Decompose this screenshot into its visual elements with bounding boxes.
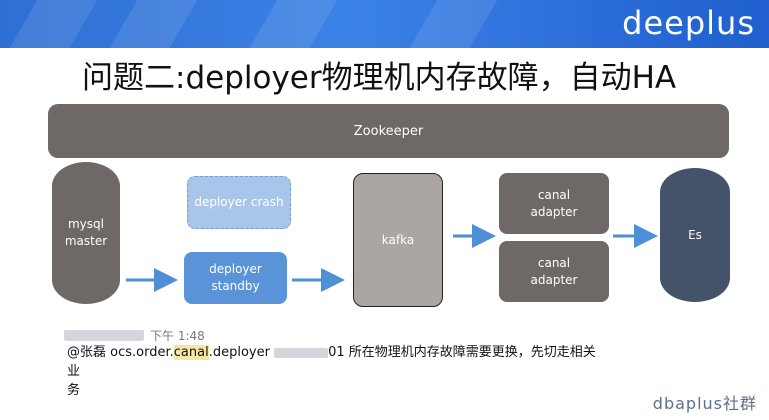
canal-label: canal — [537, 255, 571, 270]
message-time: 下午 1:48 — [150, 329, 205, 343]
deployer-crash-node: deployer crash — [187, 176, 291, 229]
adapter-label: adapter — [530, 204, 578, 219]
deployer-label: deployer — [209, 262, 262, 276]
mysql-master-node: mysql master — [52, 162, 120, 304]
mysql-label: mysql — [67, 217, 104, 231]
msg-mid: .deployer — [208, 345, 270, 360]
mention: @张磊 — [67, 345, 107, 360]
canal-adapter-node-2: canal adapter — [499, 241, 609, 302]
adapter-label: adapter — [530, 272, 578, 287]
chat-message: @张磊 ocs.order.canal.deployer 01 所在物理机内存故… — [67, 343, 607, 400]
standby-label: standby — [211, 279, 260, 293]
master-label: master — [64, 234, 108, 248]
msg-prefix: ocs.order. — [110, 345, 174, 360]
msg-highlight: canal — [173, 345, 209, 360]
msg-suffix: 01 所在物理机内存故障需要更换，先切走相关业 — [67, 345, 596, 379]
kafka-node: kafka — [353, 173, 443, 307]
kafka-label: kafka — [381, 232, 415, 247]
slide-title: 问题二:deployer物理机内存故障，自动HA — [82, 60, 677, 96]
msg-line2: 务 — [67, 383, 81, 398]
es-node: Es — [660, 168, 730, 302]
blurred-username — [64, 330, 144, 341]
blurred-hostname — [274, 347, 329, 358]
es-label: Es — [688, 227, 702, 242]
deployer-crash-label: deployer crash — [194, 195, 284, 209]
footer-brand: dbaplus社群 — [652, 394, 757, 413]
zookeeper-bar: Zookeeper — [48, 104, 729, 158]
canal-adapter-node-1: canal adapter — [499, 173, 609, 234]
deeplus-logo: deeplus — [622, 4, 755, 42]
zookeeper-label: Zookeeper — [353, 123, 424, 139]
header-banner: deeplus — [0, 0, 769, 48]
deployer-standby-node: deployer standby — [184, 252, 287, 304]
canal-label: canal — [537, 187, 571, 202]
